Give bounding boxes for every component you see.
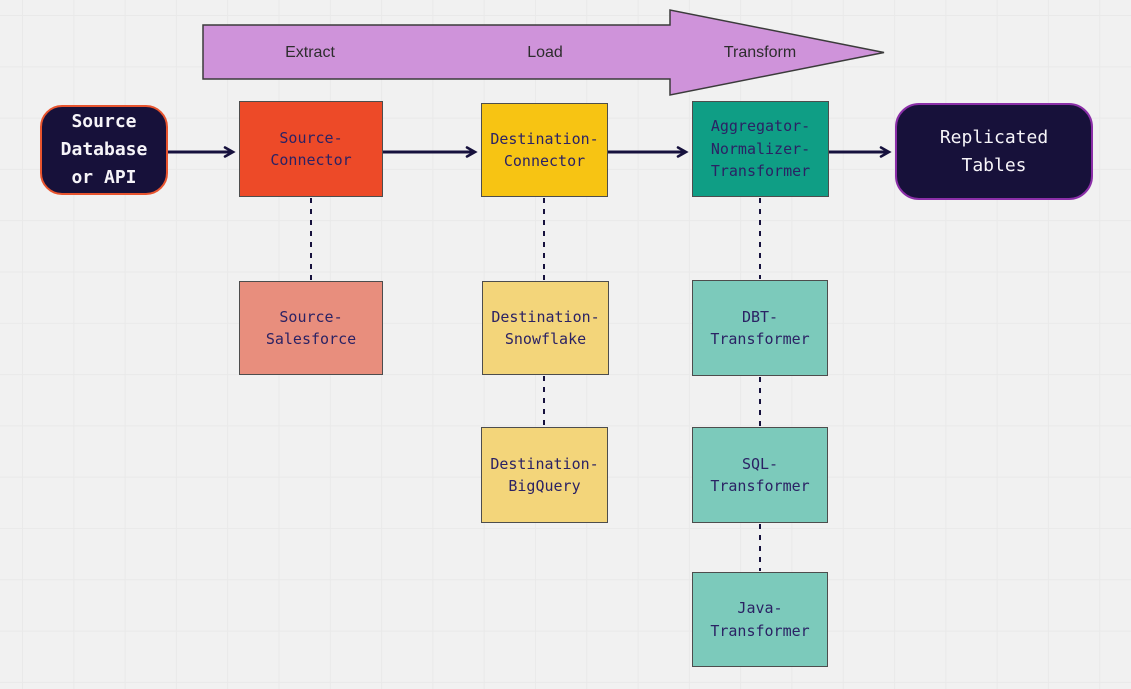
node-source-connector-label: Source- Connector: [270, 128, 352, 170]
node-source-salesforce-label: Source- Salesforce: [265, 307, 357, 349]
phase-arrow-shape[interactable]: [202, 9, 885, 96]
node-destination-snowflake[interactable]: Destination- Snowflake: [482, 281, 609, 375]
node-source-database[interactable]: Source Database or API: [40, 105, 168, 195]
node-sql-transformer-label: SQL- Transformer: [710, 454, 810, 496]
node-replicated-tables[interactable]: Replicated Tables: [895, 103, 1093, 200]
node-java-transformer[interactable]: Java- Transformer: [692, 572, 828, 667]
phase-label-load: Load: [527, 44, 563, 61]
node-aggregator-normalizer-transformer[interactable]: Aggregator- Normalizer- Transformer: [692, 101, 829, 197]
node-aggregator-label: Aggregator- Normalizer- Transformer: [710, 117, 811, 181]
node-source-database-label: Source Database or API: [60, 111, 148, 188]
node-destination-connector[interactable]: Destination- Connector: [481, 103, 608, 197]
node-source-salesforce[interactable]: Source- Salesforce: [239, 281, 383, 375]
phase-label-transform: Transform: [723, 44, 797, 61]
node-replicated-tables-label: Replicated Tables: [939, 126, 1049, 176]
node-dbt-transformer-label: DBT- Transformer: [710, 307, 810, 349]
node-source-connector[interactable]: Source- Connector: [239, 101, 383, 197]
node-destination-connector-label: Destination- Connector: [490, 129, 599, 171]
node-destination-bigquery[interactable]: Destination- BigQuery: [481, 427, 608, 523]
node-destination-bigquery-label: Destination- BigQuery: [490, 454, 599, 496]
node-dbt-transformer[interactable]: DBT- Transformer: [692, 280, 828, 376]
phase-label-extract: Extract: [285, 44, 335, 61]
node-sql-transformer[interactable]: SQL- Transformer: [692, 427, 828, 523]
node-java-transformer-label: Java- Transformer: [710, 599, 810, 640]
node-destination-snowflake-label: Destination- Snowflake: [491, 307, 600, 349]
